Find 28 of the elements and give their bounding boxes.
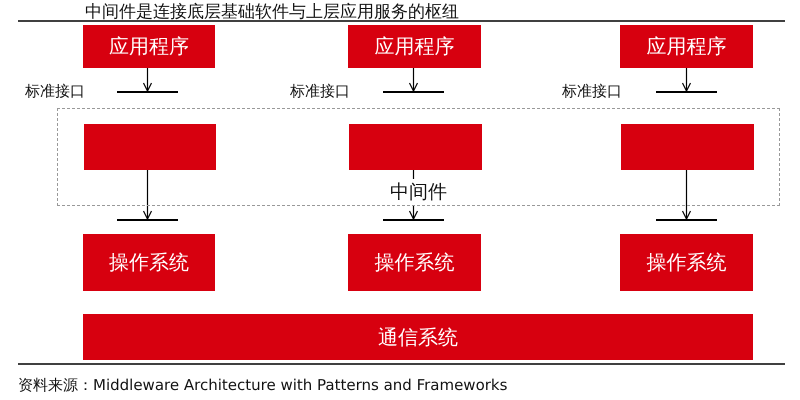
interface-line xyxy=(117,91,178,93)
interface-line xyxy=(383,219,444,221)
group-label: 中间件 xyxy=(388,179,449,205)
title: 中间件是连接底层基础软件与上层应用服务的枢纽 xyxy=(85,1,459,23)
interface-line xyxy=(656,219,717,221)
interface-line xyxy=(383,91,444,93)
system-box: 操作系统 xyxy=(348,234,481,291)
arrow xyxy=(682,169,692,220)
system-box: 操作系统 xyxy=(620,234,753,291)
arrow xyxy=(408,68,418,92)
arrow xyxy=(142,68,152,92)
system-box: 操作系统 xyxy=(83,234,215,291)
empty-box xyxy=(84,124,216,170)
dashed-group-box xyxy=(57,108,780,206)
system-box: 应用程序 xyxy=(83,25,215,68)
arrow xyxy=(682,68,692,92)
interface-label: 标准接口 xyxy=(290,82,350,101)
system-box: 应用程序 xyxy=(620,25,753,68)
arrow xyxy=(142,169,152,220)
source-note: 资料来源：Middleware Architecture with Patterns and Frameworks xyxy=(18,376,508,395)
interface-line xyxy=(656,91,717,93)
interface-line xyxy=(117,219,178,221)
interface-label: 标准接口 xyxy=(25,82,85,101)
interface-label: 标准接口 xyxy=(562,82,622,101)
system-box: 应用程序 xyxy=(348,25,481,68)
empty-box xyxy=(621,124,754,170)
system-bar: 通信系统 xyxy=(83,314,753,360)
empty-box xyxy=(349,124,482,170)
